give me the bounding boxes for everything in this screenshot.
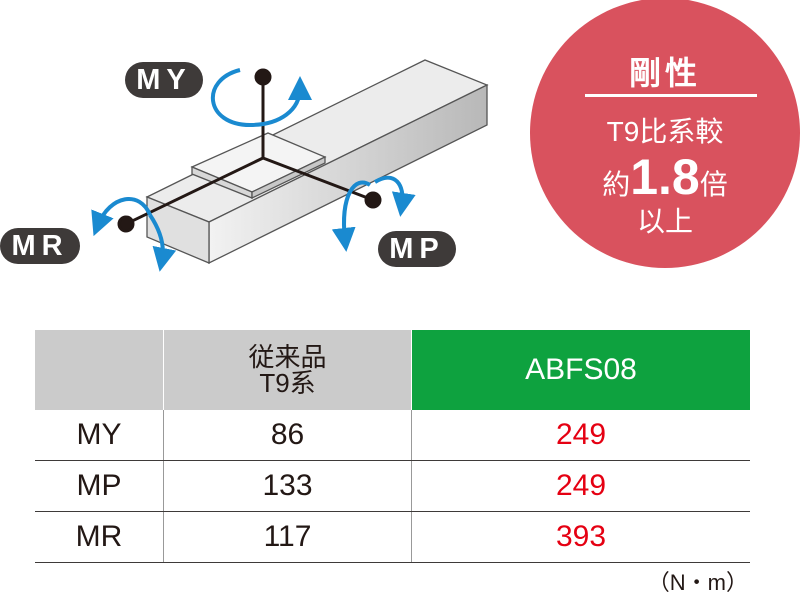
rail [145,59,489,265]
comparison-text: T9比系較 [606,116,724,147]
ratio-suffix: 倍 [699,169,728,200]
ratio-prefix: 約 [602,169,631,200]
abfs08-value: 249 [411,410,750,461]
my-axis-point [254,68,272,86]
unit-label: （N・m） [647,570,748,595]
mp-label: MP [378,231,456,267]
header-conventional-line1: 従来品 [248,342,327,372]
mp-rotation-arrow-2 [373,175,416,217]
rigidity-title: 剛性 [628,55,701,91]
header-abfs08: ABFS08 [411,330,750,410]
table-row: MY 86 249 [35,410,750,461]
mr-rotation-arrow [91,197,152,237]
rigidity-badge: 剛性 T9比系較 約1.8倍 以上 [530,0,800,268]
mp-rotation-arrow [331,180,372,252]
header-conventional-line2: T9系 [259,368,316,398]
row-label: MY [35,410,164,461]
mr-rotation-arrow-2 [148,213,177,272]
ratio-qualifier: 以上 [636,206,693,237]
mp-axis-point [364,191,382,209]
divider [585,94,757,97]
table-row: MP 133 249 [35,460,750,512]
row-label: MR [35,511,164,563]
abfs08-value: 249 [411,460,750,512]
conventional-value: 117 [163,511,412,563]
mr-axis-point [117,215,135,233]
ratio-value: 1.8 [630,149,700,205]
row-label: MP [35,460,164,512]
my-rotation-arrow [211,68,312,128]
table-row: MR 117 393 [35,511,750,563]
abfs08-value: 393 [411,511,750,563]
mr-label: MR [0,228,80,264]
header-empty [35,330,164,410]
conventional-value: 133 [163,460,412,512]
conventional-value: 86 [163,410,412,461]
my-label: MY [125,62,203,98]
moment-diagram [91,59,489,272]
ratio-text: 約1.8倍 [530,148,800,206]
